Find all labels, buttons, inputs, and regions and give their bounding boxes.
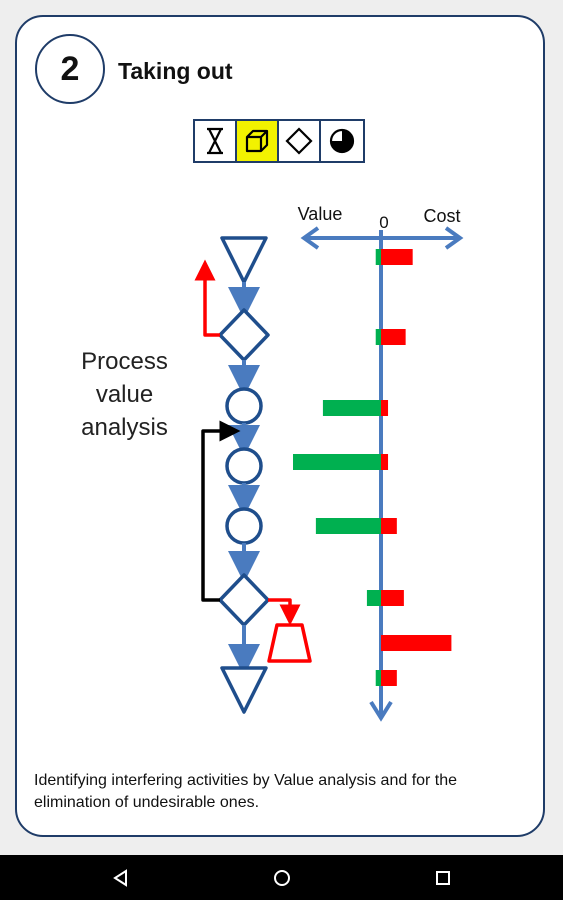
waste-trapezoid bbox=[267, 623, 312, 663]
page-title: Taking out bbox=[118, 58, 233, 84]
cost-bar bbox=[381, 590, 404, 606]
pie-icon bbox=[329, 128, 355, 154]
value-bar bbox=[293, 454, 381, 470]
tool-diamond[interactable] bbox=[279, 121, 321, 161]
cost-bar bbox=[381, 400, 389, 416]
down-arrowhead bbox=[369, 700, 393, 722]
value-bar bbox=[375, 329, 381, 345]
cost-bar bbox=[381, 249, 413, 265]
process-flow bbox=[194, 236, 312, 714]
value-bar bbox=[322, 400, 381, 416]
start-triangle bbox=[220, 236, 268, 284]
system-navbar bbox=[0, 855, 563, 900]
removal-arrow bbox=[194, 259, 220, 337]
value-bar bbox=[315, 518, 381, 534]
back-icon bbox=[112, 868, 127, 887]
step-number: 2 bbox=[60, 49, 80, 88]
home-button[interactable] bbox=[262, 858, 302, 898]
axis-zero-label: 0 bbox=[379, 213, 388, 232]
process-value-analysis-label: Process value analysis bbox=[81, 348, 168, 441]
tool-hourglass[interactable] bbox=[195, 121, 237, 161]
cost-bar bbox=[381, 454, 389, 470]
hourglass-icon bbox=[207, 127, 223, 155]
operation-circle bbox=[225, 387, 263, 425]
value-bar bbox=[375, 670, 381, 686]
recents-button[interactable] bbox=[423, 858, 463, 898]
cost-bar bbox=[381, 329, 406, 345]
operation-circle bbox=[225, 447, 263, 485]
decision-diamond bbox=[218, 573, 270, 627]
step-number-badge: 2 bbox=[35, 34, 105, 104]
process-diagram: Value 0 Cost bbox=[194, 204, 464, 722]
waste-arrow bbox=[268, 598, 301, 626]
symbol-toolbar bbox=[193, 119, 365, 163]
cube-icon bbox=[245, 129, 269, 153]
cost-bar bbox=[381, 518, 397, 534]
recents-icon bbox=[435, 870, 450, 885]
tool-pie[interactable] bbox=[321, 121, 363, 161]
value-cost-bars bbox=[293, 249, 452, 686]
axis-value-label: Value bbox=[298, 204, 343, 224]
value-bar bbox=[375, 249, 381, 265]
description-text: Identifying interfering activities by Va… bbox=[34, 772, 458, 811]
cost-arrowhead bbox=[444, 226, 464, 250]
axis-cost-label: Cost bbox=[423, 206, 460, 226]
back-button[interactable] bbox=[101, 858, 141, 898]
decision-diamond bbox=[218, 308, 270, 362]
tool-cube[interactable] bbox=[237, 121, 279, 161]
value-arrowhead bbox=[300, 226, 320, 250]
end-triangle bbox=[220, 666, 268, 714]
value-bar bbox=[366, 590, 381, 606]
home-icon bbox=[273, 869, 290, 886]
cost-bar bbox=[381, 635, 452, 651]
loop-back-arrow bbox=[201, 420, 241, 602]
diamond-icon bbox=[285, 127, 313, 155]
cost-bar bbox=[381, 670, 397, 686]
operation-circle bbox=[225, 507, 263, 545]
